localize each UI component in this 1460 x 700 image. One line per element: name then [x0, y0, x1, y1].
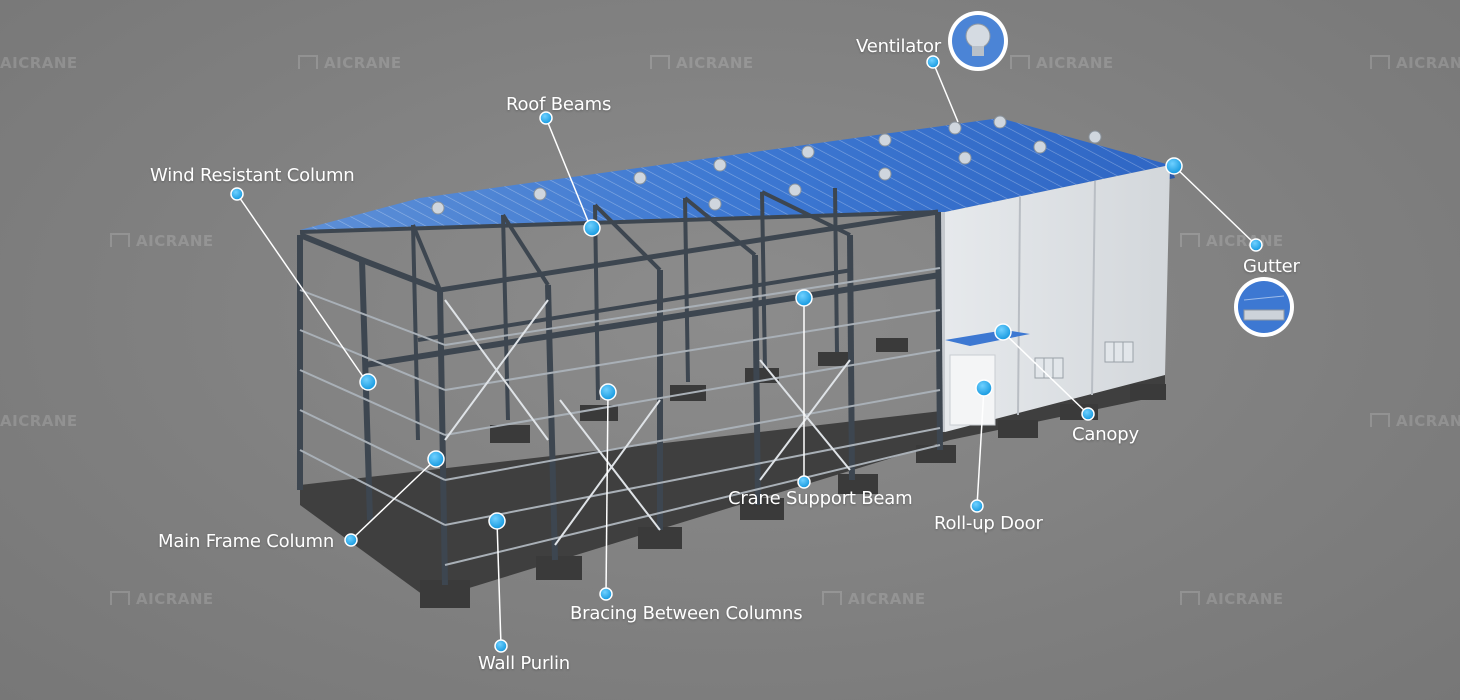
marker-roof-beams-end	[583, 219, 601, 237]
gutter-icon	[1234, 277, 1294, 337]
marker-gutter-end	[1249, 238, 1263, 252]
watermark: AICRANE	[298, 54, 402, 72]
marker-roof-beams	[539, 111, 553, 125]
watermark: AICRANE	[0, 412, 78, 430]
label-crane-support-beam: Crane Support Beam	[728, 488, 913, 509]
roof-ventilators	[431, 115, 1102, 215]
marker-main-frame-column	[344, 533, 358, 547]
marker-canopy-end	[1081, 407, 1095, 421]
label-wind-resistant-column: Wind Resistant Column	[150, 165, 355, 186]
marker-canopy	[994, 323, 1012, 341]
marker-crane-support-beam	[795, 289, 813, 307]
label-ventilator: Ventilator	[856, 36, 941, 57]
label-roll-up-door: Roll-up Door	[934, 513, 1043, 534]
watermark: AICRANE	[110, 232, 214, 250]
label-gutter: Gutter	[1243, 256, 1300, 277]
marker-crane-support-beam-end	[797, 475, 811, 489]
watermark: AICRANE	[822, 590, 926, 608]
marker-bracing-end	[599, 587, 613, 601]
marker-wall-purlin-end	[494, 639, 508, 653]
watermark: AICRANE	[0, 54, 78, 72]
watermark: AICRANE	[650, 54, 754, 72]
wall-purlins	[299, 267, 941, 566]
watermark: AICRANE	[1180, 590, 1284, 608]
marker-wall-purlin	[488, 512, 506, 530]
watermark: AICRANE	[1370, 54, 1460, 72]
watermark: AICRANE	[1180, 232, 1284, 250]
marker-roll-up-door-end	[970, 499, 984, 513]
leader-lines	[236, 61, 1257, 647]
marker-bracing	[599, 383, 617, 401]
label-roof-beams: Roof Beams	[506, 94, 612, 115]
marker-ventilator	[926, 55, 940, 69]
window	[1034, 357, 1064, 379]
marker-dots	[230, 55, 1263, 653]
window	[1104, 341, 1134, 363]
marker-main-frame-column-end	[427, 450, 445, 468]
ventilator-icon	[948, 11, 1008, 71]
label-main-frame-column: Main Frame Column	[158, 531, 335, 552]
watermark: AICRANE	[110, 590, 214, 608]
watermark: AICRANE	[1010, 54, 1114, 72]
marker-gutter	[1165, 157, 1183, 175]
marker-wind-resistant-column-end	[359, 373, 377, 391]
label-bracing-between-columns: Bracing Between Columns	[570, 603, 803, 624]
wall-cladding	[940, 165, 1170, 432]
marker-wind-resistant-column	[230, 187, 244, 201]
marker-roll-up-door	[975, 379, 993, 397]
label-wall-purlin: Wall Purlin	[478, 653, 570, 674]
steel-frame	[297, 187, 943, 586]
label-canopy: Canopy	[1072, 424, 1139, 445]
watermark: AICRANE	[1370, 412, 1460, 430]
